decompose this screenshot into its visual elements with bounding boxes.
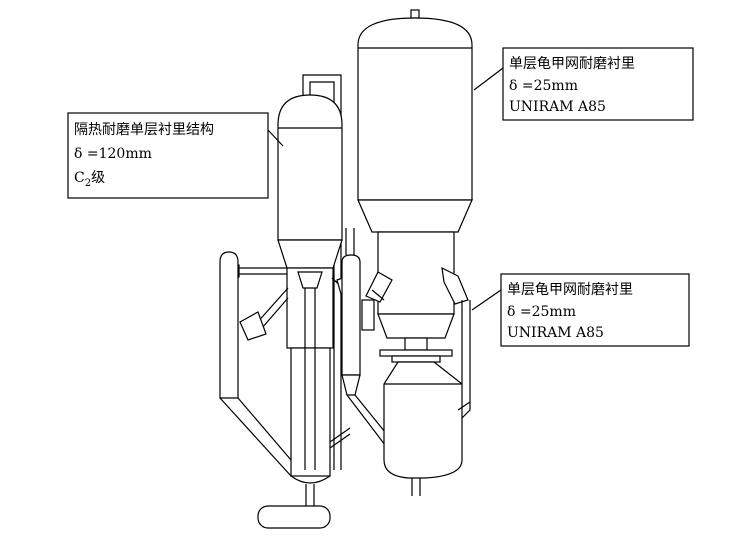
overhead-loop-pipe: [302, 74, 342, 470]
riser-top-funnel: [297, 271, 323, 289]
middle-standpipe: [341, 228, 386, 446]
right-regenerator-unit: [357, 9, 473, 496]
callout-leader: [267, 129, 284, 147]
callout-box: [502, 47, 694, 121]
left-reactor-unit: [230, 74, 353, 529]
bottom-drum: [257, 505, 331, 529]
callout-title: 单层龟甲网耐磨衬里: [507, 282, 633, 298]
callout-title: 隔热耐磨单层衬里结构: [74, 122, 214, 138]
callout-upper-hex-lining: 单层龟甲网耐磨衬里 δ =25mm UNIRAM A85: [473, 47, 694, 121]
callout-thickness: δ =120mm: [74, 146, 152, 162]
regenerator-middle-section: [377, 231, 455, 315]
regenerator-lower-vessel: [383, 361, 463, 479]
bottom-outlet-pipe: [305, 484, 315, 508]
regenerator-upper-vessel: [357, 17, 473, 201]
left-standpipe: [219, 251, 292, 477]
callout-leader: [473, 67, 504, 91]
regenerator-cone: [357, 199, 473, 233]
callout-box: [67, 112, 269, 199]
regenerator-left-nozzle: [365, 271, 393, 303]
grade-suffix: 级: [91, 170, 105, 186]
callout-lower-hex-lining: 单层龟甲网耐磨衬里 δ =25mm UNIRAM A85: [471, 273, 690, 347]
callout-insulating-lining: 隔热耐磨单层衬里结构 δ =120mm C2级: [67, 112, 284, 199]
callout-title: 单层龟甲网耐磨衬里: [509, 56, 635, 72]
reactor-cone: [277, 239, 343, 269]
callout-thickness: δ =25mm: [507, 304, 576, 320]
callout-leader: [471, 289, 502, 311]
reactor-upper-vessel: [277, 94, 343, 241]
callout-grade: C2级: [74, 170, 105, 189]
callout-box: [500, 273, 690, 347]
callout-material: UNIRAM A85: [509, 99, 606, 115]
regenerator-return-line: [457, 300, 471, 419]
feed-line: [237, 267, 287, 275]
callout-material: UNIRAM A85: [507, 325, 604, 341]
reactor-lower-section: [290, 347, 331, 477]
grade-subscript: 2: [85, 178, 91, 189]
callout-thickness: δ =25mm: [509, 78, 578, 94]
grade-letter: C: [74, 170, 85, 186]
